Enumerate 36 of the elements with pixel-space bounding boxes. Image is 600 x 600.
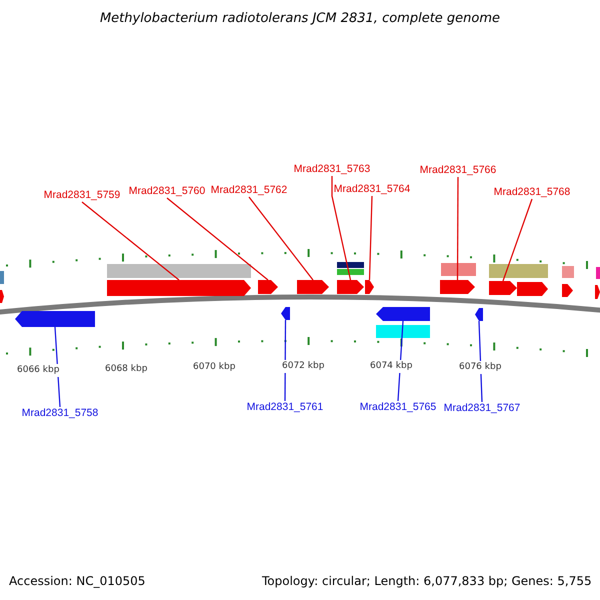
accession-text: Accession: NC_010505 (9, 575, 146, 588)
scale-label: 6070 kbp (193, 361, 236, 374)
leader-line (166, 198, 268, 280)
gene-feature (297, 280, 329, 294)
gene-feature (281, 307, 290, 320)
gene-label: Mrad2831_5763 (294, 163, 370, 176)
gene-label: Mrad2831_5764 (334, 183, 410, 196)
leader-line (248, 196, 314, 280)
scale-label: 6072 kbp (282, 360, 324, 373)
gene-feature (107, 280, 251, 296)
gene-feature (440, 280, 475, 294)
scale-label: 6066 kbp (17, 364, 60, 377)
gene-label: Mrad2831_5760 (128, 185, 206, 198)
gene-label: Mrad2831_5759 (44, 189, 120, 202)
gene-feature (475, 308, 483, 321)
gene-feature (489, 281, 517, 295)
leader-line (502, 198, 533, 282)
scale-label: 6068 kbp (105, 363, 148, 376)
gene-label: Mrad2831_5758 (22, 407, 98, 420)
leader-line (82, 202, 180, 280)
title: Methylobacterium radiotolerans JCM 2831, complete genome (100, 11, 500, 26)
gene-feature (376, 307, 430, 321)
gene-label: Mrad2831_5765 (360, 401, 436, 414)
leader-line (331, 176, 352, 280)
genome-info-text: Topology: circular; Length: 6,077,833 bp; Genes: 5,755 (262, 575, 592, 588)
gene-label: Mrad2831_5761 (246, 401, 324, 414)
scale-label: 6074 kbp (370, 360, 412, 373)
gene-label: Mrad2831_5766 (420, 164, 496, 177)
gene-feature (258, 280, 278, 294)
gene-label: Mrad2831_5768 (494, 186, 570, 199)
scale-label: 6076 kbp (459, 361, 502, 374)
gene-feature (15, 311, 95, 327)
gene-label: Mrad2831_5767 (444, 402, 520, 415)
leader-line (368, 196, 373, 280)
leader-line (456, 177, 459, 280)
gene-label: Mrad2831_5762 (210, 184, 288, 197)
